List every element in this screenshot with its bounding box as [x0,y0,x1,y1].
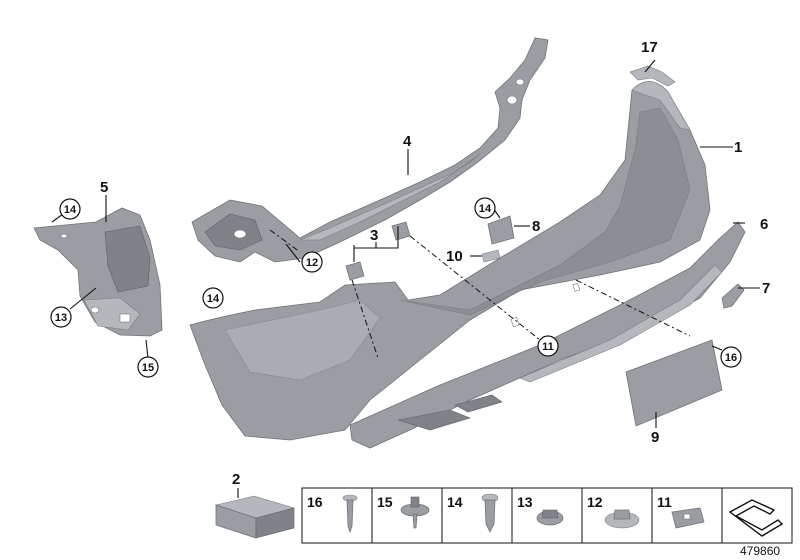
assembly-lines [269,229,691,359]
leader-lines [51,59,760,498]
gasket-part-10 [481,249,501,263]
table-cell-14: 14 [447,493,499,533]
bumper-cover-part-1 [189,81,711,441]
table-cell-11: 11 [657,494,705,529]
label-part-7: 7 [762,280,770,297]
box-part-2 [214,495,296,539]
svg-text:12: 12 [306,257,318,269]
label-part-10: 10 [446,248,463,265]
svg-text:15: 15 [142,362,154,374]
svg-text:16: 16 [307,494,323,510]
table-cell-16: 16 [307,494,358,534]
trim-part-7 [721,283,745,309]
callout-16-plate: 16 [720,346,742,368]
clip-nut-15-icon [400,496,430,529]
svg-text:16: 16 [725,352,737,364]
label-part-6: 6 [760,216,768,233]
svg-text:11: 11 [542,341,554,353]
side-bracket-part-5 [33,207,163,337]
strip-part-17 [629,65,676,87]
label-part-5: 5 [100,179,108,196]
label-part-4: 4 [403,133,412,150]
reference-number: 479860 [740,544,780,558]
part-labels: 1 2 3 4 5 6 7 8 9 10 17 [100,39,770,488]
svg-text:14: 14 [447,494,463,510]
diffuser-part-6 [349,221,746,449]
table-cell-12: 12 [587,494,640,529]
bumper-carrier-part-4 [191,37,549,263]
table-cell-13: 13 [517,494,564,526]
label-part-8: 8 [532,218,540,235]
callout-14-bumper: 14 [202,287,224,309]
callout-14-bracket: 14 [474,197,496,219]
screw-16-icon [342,494,358,534]
screw-14-icon [481,493,499,533]
callout-13-left: 13 [50,306,72,328]
plate-base-part-9 [625,339,723,427]
svg-text:13: 13 [55,312,67,324]
label-part-17: 17 [641,39,658,56]
svg-text:12: 12 [587,494,603,510]
label-part-1: 1 [734,139,742,156]
table-cell-15: 15 [377,494,430,529]
callout-14-top-left: 14 [59,198,81,220]
label-part-9: 9 [651,429,659,446]
bracket-part-8 [487,215,515,245]
clip-11-icon [671,507,705,529]
flange-nut-12-icon [604,509,640,529]
callout-11-bumper: 11 [537,335,559,357]
label-part-2: 2 [232,471,240,488]
svg-text:14: 14 [207,293,220,305]
circled-callouts: 14 13 15 14 12 14 11 16 [50,197,742,378]
assembly-symbol-icon [728,499,784,537]
nut-13-icon [536,509,564,526]
brackets-part-3 [345,221,411,281]
hardware-table: 16 15 14 13 [301,487,793,544]
table-cell-symbol [728,499,784,537]
callout-15-left: 15 [137,356,159,378]
svg-text:14: 14 [479,203,492,215]
svg-text:15: 15 [377,494,393,510]
svg-text:11: 11 [657,494,672,510]
svg-text:14: 14 [64,204,77,216]
callout-12-carrier: 12 [301,251,323,273]
label-part-3: 3 [370,227,378,244]
svg-text:13: 13 [517,494,533,510]
